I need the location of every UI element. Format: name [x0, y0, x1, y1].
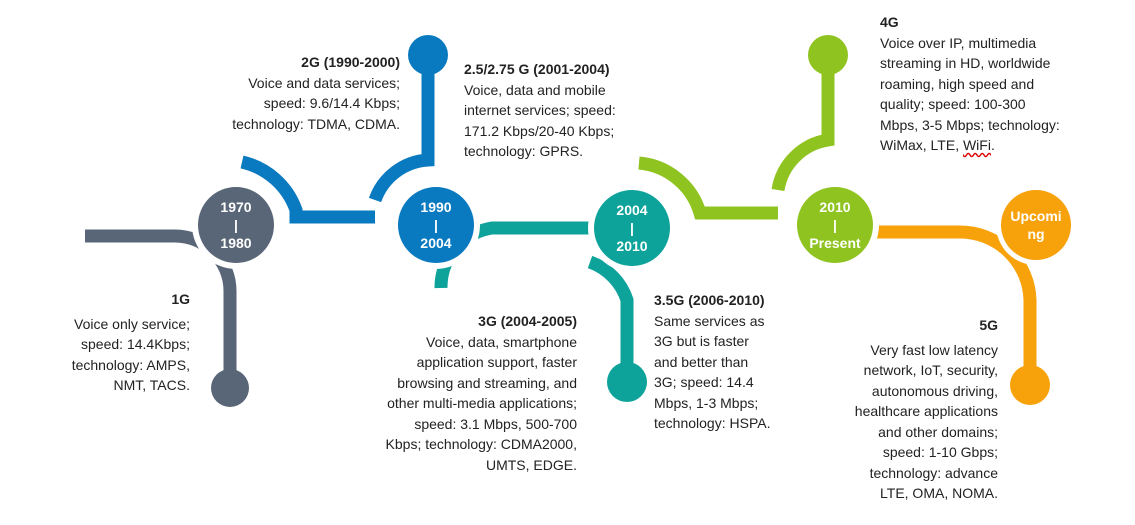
gen-1g-block: 1G Voice only service; speed: 14.4Kbps; …	[30, 289, 190, 396]
gen-line: Voice only service;	[74, 315, 190, 332]
gen-line: streaming in HD, worldwide	[880, 55, 1051, 71]
gen-line: Mbps, 1-3 Mbps;	[654, 394, 759, 411]
gen-line: browsing and streaming, and	[397, 374, 577, 391]
marker-5g	[1010, 365, 1050, 405]
gen-line: internet services; speed:	[464, 102, 616, 118]
gen-line: speed: 1-10 Gbps;	[882, 444, 998, 460]
gen-4g-block: 4G Voice over IP, multimedia streaming i…	[880, 12, 1120, 156]
gen-25g-block: 2.5/2.75 G (2001-2004) Voice, data and m…	[464, 59, 664, 162]
gen-title: 2G (1990-2000)	[301, 54, 400, 70]
gen-line: speed: 9.6/14.4 Kbps;	[263, 95, 400, 111]
gen-line: speed: 3.1 Mbps, 500-700	[414, 415, 577, 432]
gen-title: 5G	[979, 317, 998, 333]
node-upcoming: Upcomi ng	[1001, 190, 1071, 260]
gen-line: NMT, TACS.	[113, 377, 191, 393]
gen-line: technology: AMPS,	[71, 356, 190, 373]
gen-title: 3G (2004-2005)	[478, 313, 577, 329]
gen-line: Kbps; technology: CDMA2000,	[385, 436, 577, 452]
gen-line: Voice and data services;	[248, 74, 400, 91]
segment-4g	[638, 65, 835, 220]
node-line: 1990	[420, 199, 452, 215]
gen-line: healthcare applications	[854, 403, 998, 419]
gen-line: Same services as	[654, 312, 765, 329]
gen-line: other multi-media applications;	[387, 395, 577, 411]
gen-line: UMTS, EDGE.	[485, 456, 577, 473]
node-1990-2004: 1990 | 2004	[398, 187, 474, 263]
gen-line: technology: TDMA, CDMA.	[232, 115, 400, 132]
node-1970-1980: 1970 | 1980	[198, 187, 274, 263]
gen-line: Voice, data, smartphone	[426, 333, 577, 350]
gen-line: 3G; speed: 14.4	[654, 374, 754, 390]
gen-line: and other domains;	[878, 423, 998, 440]
marker-4g	[808, 35, 848, 75]
marker-1g	[211, 369, 249, 407]
gen-2g-block: 2G (1990-2000) Voice and data services; …	[180, 52, 400, 134]
node-line: |	[434, 217, 438, 233]
gen-line-last: WiMax, LTE, WiFi.	[880, 135, 1120, 156]
gen-line-prefix: WiMax, LTE,	[880, 137, 963, 153]
node-line: Upcomi	[1010, 208, 1062, 224]
gen-line: Voice, data and mobile	[464, 81, 606, 98]
node-line: ng	[1027, 226, 1045, 242]
segment-2g	[240, 60, 435, 224]
node-line: 1970	[220, 199, 252, 215]
node-line: |	[234, 217, 238, 233]
wifi-word: WiFi	[962, 137, 991, 153]
node-line: Present	[809, 235, 861, 251]
gen-line: autonomous driving,	[871, 382, 998, 399]
node-line: 2010	[819, 199, 851, 215]
gen-line: quality; speed: 100-300	[880, 96, 1026, 112]
gen-line: Mbps, 3-5 Mbps; technology:	[880, 116, 1060, 133]
gen-line: LTE, OMA, NOMA.	[880, 485, 998, 501]
gen-title: 2.5/2.75 G (2001-2004)	[464, 61, 610, 77]
node-line: 2010	[616, 238, 648, 254]
gen-line: 171.2 Kbps/20-40 Kbps;	[464, 122, 615, 139]
marker-2g	[408, 35, 448, 75]
gen-5g-block: 5G Very fast low latency network, IoT, s…	[800, 315, 998, 504]
gen-line: Voice over IP, multimedia	[880, 34, 1037, 51]
gen-3g-block: 3G (2004-2005) Voice, data, smartphone a…	[340, 311, 577, 475]
marker-35g	[607, 362, 647, 402]
node-2010-present: 2010 | Present	[797, 187, 873, 263]
gen-line: speed: 14.4Kbps;	[81, 336, 190, 352]
gen-line: roaming, high speed and	[880, 75, 1035, 92]
node-line: 2004	[616, 202, 648, 218]
gen-line: 3G but is faster	[654, 333, 749, 349]
gen-line-suffix: .	[990, 137, 995, 153]
gen-title: 1G	[171, 291, 190, 307]
node-line: |	[833, 217, 837, 233]
node-line: 2004	[420, 235, 452, 251]
gen-line: and better than	[654, 353, 749, 370]
gen-title: 4G	[880, 14, 899, 30]
gen-35g-block: 3.5G (2006-2010) Same services as 3G but…	[654, 290, 814, 434]
gen-line: technology: advance	[869, 464, 998, 481]
gen-line: technology: GPRS.	[464, 143, 584, 159]
gen-line: Very fast low latency	[870, 341, 998, 358]
node-line: 1980	[220, 235, 252, 251]
node-2004-2010: 2004 | 2010	[594, 190, 670, 266]
gen-line: application support, faster	[416, 354, 577, 370]
gen-line: technology: HSPA.	[654, 415, 771, 431]
gen-title: 3.5G (2006-2010)	[654, 292, 765, 308]
node-line: |	[630, 220, 634, 236]
gen-line: network, IoT, security,	[863, 362, 998, 378]
